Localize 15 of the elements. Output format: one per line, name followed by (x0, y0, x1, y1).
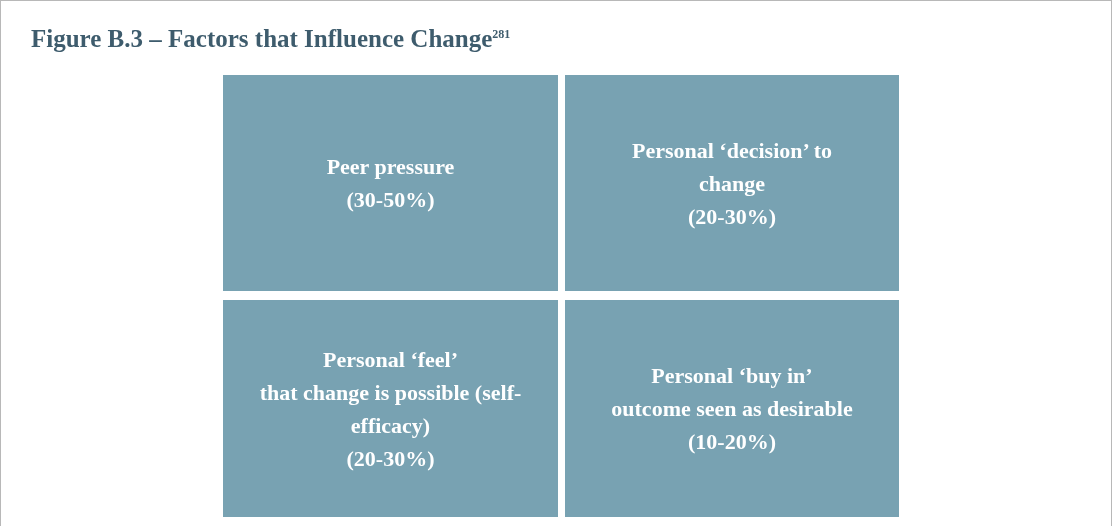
factor-text: Personal ‘feel’ (323, 345, 458, 374)
factor-text: (10-20%) (688, 428, 776, 456)
factor-box (565, 75, 899, 291)
factor-text: Personal ‘buy in’ (651, 362, 813, 390)
factor-text: Peer pressure (326, 153, 455, 181)
factor-box (223, 75, 558, 291)
figure-title: Figure B.3 – Factors that Influence Change$^{281}$ (31, 25, 511, 53)
factor-text: (20-30%) (688, 202, 776, 231)
factor-box (223, 300, 558, 517)
factor-text: (30-50%) (346, 186, 435, 214)
factor-box (565, 300, 899, 517)
factor-text: Personal ‘decision’ to change (631, 136, 833, 198)
factor-text: outcome seen as desirable (611, 395, 853, 423)
factor-text: that change is possible (self-efficacy) (258, 378, 523, 440)
factor-text: (20-30%) (346, 444, 435, 473)
